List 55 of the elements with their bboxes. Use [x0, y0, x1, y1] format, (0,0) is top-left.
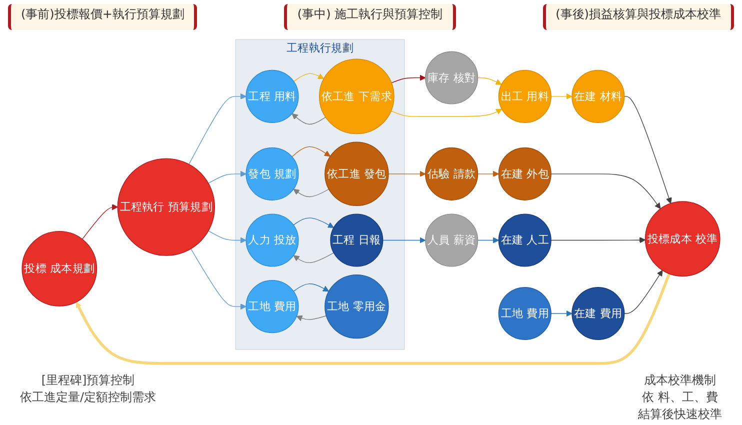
node-circle: 發包 規劃 [246, 147, 299, 200]
note-text: [里程碑]預算控制 [41, 372, 135, 389]
note-text: 依 料、工、費 [642, 389, 718, 406]
phase-header: (事中) 施工執行與預算控制 [284, 4, 456, 30]
node-circle: 在建 外包 [498, 147, 552, 200]
node-circle: 出工 用料 [498, 70, 552, 123]
arrow [624, 270, 663, 314]
arrow [188, 93, 246, 165]
arrow [624, 96, 672, 204]
node-circle: 在建 人工 [498, 214, 552, 267]
node-circle: 依工進 下需求 [318, 58, 394, 134]
node-circle: 工地 費用 [498, 287, 552, 340]
arrow [293, 73, 324, 82]
arrow [293, 283, 330, 292]
arrow [293, 252, 334, 264]
phase-header: (事前)投標報價+執行預算規劃 [8, 4, 198, 30]
arrow [208, 170, 246, 184]
arrow [550, 237, 646, 244]
arrow [391, 74, 426, 84]
arrow [550, 310, 572, 317]
arrow [388, 170, 426, 177]
note-text: 成本校準機制 [644, 372, 716, 389]
phase-header: (事後)損益核算與投標成本校準 [542, 4, 734, 30]
arrow [292, 113, 326, 125]
node-circle: 估驗 請款 [425, 147, 478, 200]
arrow [82, 204, 118, 240]
arrow [382, 237, 426, 244]
arrow [477, 77, 502, 85]
arrow [292, 146, 330, 158]
node-circle: 工程 用料 [246, 70, 299, 123]
arrow [550, 174, 661, 210]
node-circle: 在建 材料 [572, 70, 625, 123]
arrow [208, 230, 246, 244]
node-circle: 工地 費用 [246, 280, 299, 334]
node-circle: 投標成本 校準 [644, 201, 720, 277]
arrow [477, 237, 499, 244]
arrow [293, 218, 334, 228]
arrow [76, 273, 671, 365]
note-text: 依工進定量/定額控制需求 [20, 389, 156, 406]
node-circle: 投標 成本規劃 [22, 230, 98, 306]
arrow [293, 188, 330, 198]
node-circle: 工程執行 預算規劃 [117, 158, 215, 256]
arrow [296, 315, 327, 322]
arrow [190, 248, 246, 310]
arrow [390, 108, 502, 117]
node-circle: 依工進 發包 [324, 142, 389, 206]
arrow [550, 93, 572, 100]
node-circle: 人員 薪資 [425, 214, 478, 267]
node-circle: 工地 零用金 [324, 274, 389, 339]
node-circle: 人力 投放 [246, 214, 299, 267]
arrow [477, 170, 499, 177]
node-circle: 工程 日報 [330, 214, 384, 267]
node-circle: 庫存 核對 [425, 51, 478, 104]
node-circle: 在建 費用 [572, 287, 625, 340]
note-text: 結算後快速校準 [638, 406, 722, 423]
